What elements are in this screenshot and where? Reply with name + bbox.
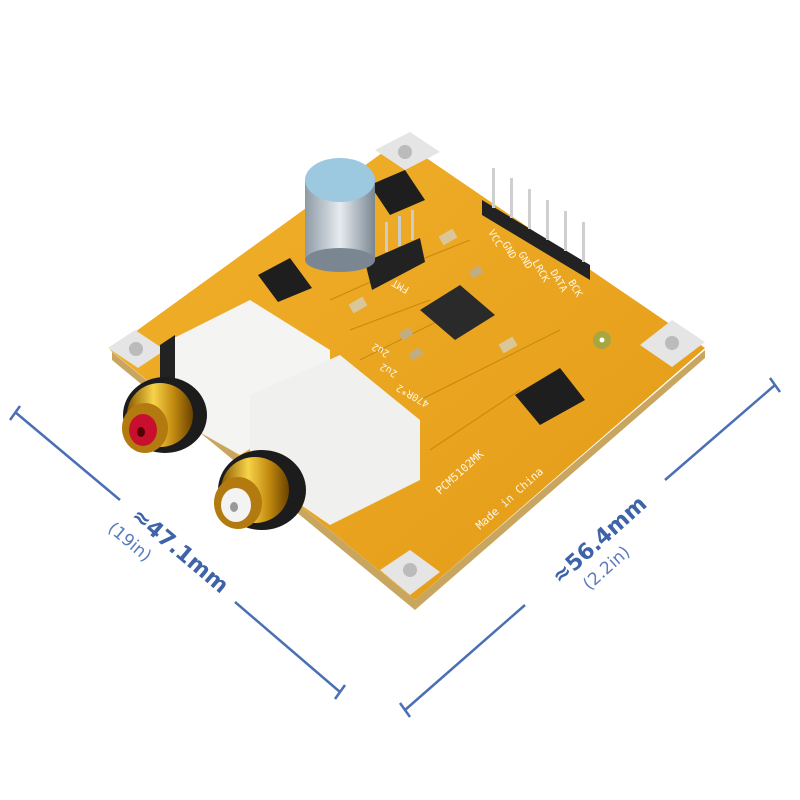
electrolytic-capacitor: [305, 158, 375, 272]
mounting-holes: [108, 132, 705, 595]
regulator-left: [258, 258, 312, 302]
rca-jack-red: [122, 377, 207, 453]
rca-jack-white: [214, 450, 306, 530]
pin-header: [482, 168, 590, 280]
smd-components: [348, 228, 518, 361]
width-dimension-line: [8, 405, 347, 700]
length-dimension-line: [398, 377, 782, 718]
fmt-jumper: [365, 210, 425, 290]
pcm5102-chip: [420, 285, 495, 340]
regulator-top: [370, 170, 425, 215]
regulator-bottom: [515, 368, 585, 425]
